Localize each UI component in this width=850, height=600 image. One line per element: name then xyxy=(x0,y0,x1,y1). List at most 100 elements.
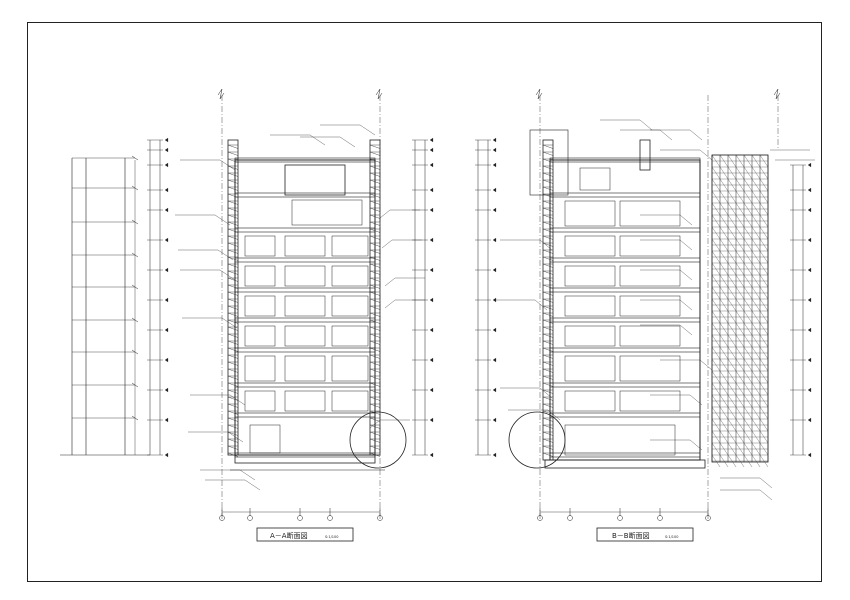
tower-brace xyxy=(743,430,753,444)
scaffold-brace xyxy=(227,452,239,457)
tower-brace xyxy=(735,322,745,336)
tower-brace xyxy=(711,406,721,420)
tower-brace xyxy=(735,418,745,432)
note-leader xyxy=(547,409,561,421)
scaffold-brace xyxy=(369,186,381,191)
scaffold-brace xyxy=(227,270,239,275)
level-marker xyxy=(429,357,434,363)
tower-brace xyxy=(751,166,761,180)
title-block-a: A－A断面図 S:1/100 xyxy=(256,527,354,542)
note-leader xyxy=(759,477,773,489)
scaffold-brace xyxy=(227,179,239,184)
tower-brace xyxy=(751,310,761,324)
scaffold-brace xyxy=(227,417,239,422)
tower-brace xyxy=(743,418,753,432)
level-marker xyxy=(492,452,497,458)
scaffold-brace xyxy=(369,214,381,219)
storey-dimensions-b-right xyxy=(790,162,812,458)
tower-brace xyxy=(711,394,721,408)
room-outline xyxy=(564,295,616,317)
scaffold-brace xyxy=(227,445,239,450)
tower-brace xyxy=(751,298,761,312)
room-outline xyxy=(331,295,369,317)
tower-brace xyxy=(719,298,729,312)
note-leader xyxy=(219,269,236,281)
scaffold-brace xyxy=(542,438,554,443)
tower-brace xyxy=(719,226,729,240)
title-block-b: B－B断面図 S:1/100 xyxy=(596,527,694,542)
tower-brace xyxy=(743,250,753,264)
note-leader xyxy=(214,214,231,226)
scaffold-brace xyxy=(227,228,239,233)
tower-brace xyxy=(719,358,729,372)
scaffold-brace xyxy=(369,228,381,233)
room-outline xyxy=(284,265,326,287)
scaffold-brace xyxy=(227,291,239,296)
scaffold-brace xyxy=(542,270,554,275)
floor-slab xyxy=(549,287,701,293)
tower-brace xyxy=(719,346,729,360)
note-leader xyxy=(759,489,773,501)
tower-brace xyxy=(727,370,737,384)
level-marker xyxy=(492,147,497,153)
scaffold-brace xyxy=(227,284,239,289)
level-marker xyxy=(807,207,812,213)
room-outline xyxy=(619,325,681,347)
tower-brace xyxy=(759,202,769,216)
tower-brace xyxy=(759,310,769,324)
tower-brace xyxy=(759,238,769,252)
level-marker xyxy=(164,357,169,363)
tower-brace xyxy=(711,382,721,396)
tower-brace xyxy=(727,454,737,468)
level-marker xyxy=(429,187,434,193)
scaffold-brace xyxy=(369,263,381,268)
tower-brace xyxy=(711,262,721,276)
scaffold-brace xyxy=(369,368,381,373)
scaffold-brace xyxy=(542,242,554,247)
scaffold-brace xyxy=(227,438,239,443)
level-marker xyxy=(807,417,812,423)
scaffold-brace xyxy=(227,214,239,219)
tower-brace xyxy=(743,370,753,384)
tower-outline xyxy=(711,154,769,463)
tower-brace xyxy=(759,226,769,240)
level-marker xyxy=(429,162,434,168)
tower-brace xyxy=(751,214,761,228)
tower-brace xyxy=(727,346,737,360)
grid-bubble xyxy=(247,515,253,521)
level-marker xyxy=(164,207,169,213)
tower-brace xyxy=(751,406,761,420)
tower-brace xyxy=(719,274,729,288)
tower-brace xyxy=(711,358,721,372)
tower-brace xyxy=(711,154,721,168)
title-a-label: A－A断面図 xyxy=(270,531,308,540)
room-outline xyxy=(331,235,369,257)
tower-brace xyxy=(751,202,761,216)
scaffold-brace xyxy=(227,403,239,408)
floor-slab xyxy=(549,227,701,233)
scaffold-brace xyxy=(369,319,381,324)
tower-brace xyxy=(711,274,721,288)
scaffold-brace xyxy=(227,361,239,366)
tower-brace xyxy=(711,214,721,228)
tower-brace xyxy=(743,178,753,192)
level-marker xyxy=(492,387,497,393)
tower-brace xyxy=(719,394,729,408)
scaffold-brace xyxy=(542,312,554,317)
scaffold-brace xyxy=(227,144,239,149)
scaffold-brace xyxy=(369,242,381,247)
scaffold-brace xyxy=(542,200,554,205)
tower-brace xyxy=(735,334,745,348)
scaffold-brace xyxy=(369,312,381,317)
scaffold-brace xyxy=(369,165,381,170)
note-leader xyxy=(379,209,391,219)
tower-brace xyxy=(751,262,761,276)
room-outline xyxy=(284,235,326,257)
scaffold-brace xyxy=(542,256,554,261)
floor-slab xyxy=(234,317,376,323)
level-marker xyxy=(807,237,812,243)
floor-slab xyxy=(549,317,701,323)
level-marker xyxy=(492,237,497,243)
level-marker xyxy=(429,237,434,243)
level-marker xyxy=(429,297,434,303)
